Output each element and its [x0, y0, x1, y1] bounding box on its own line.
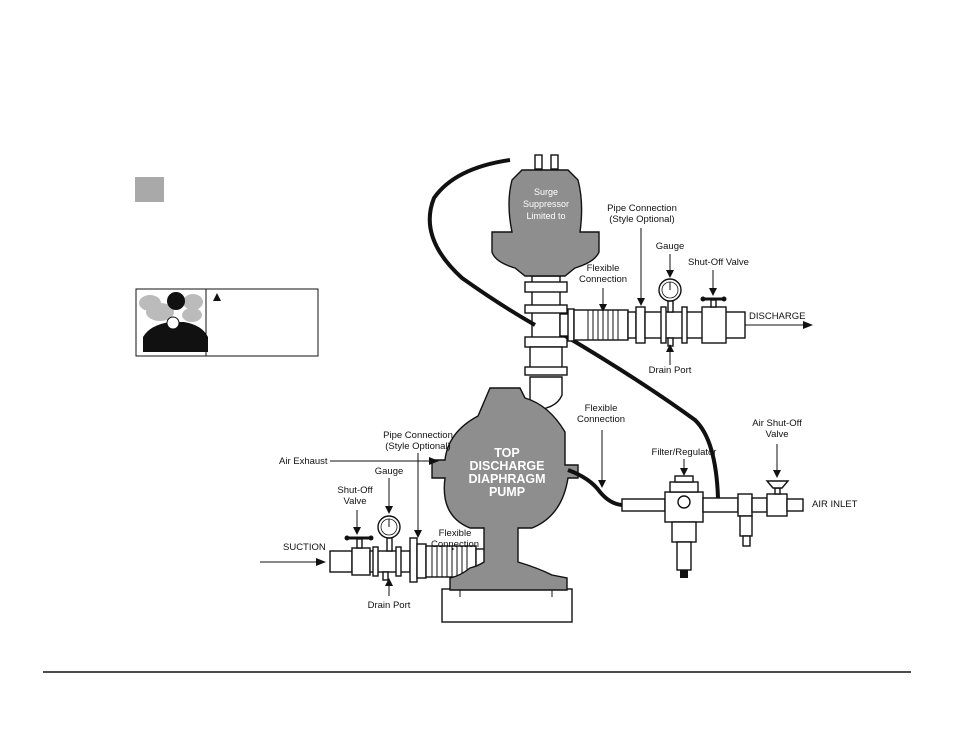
warning-triangle-icon: [213, 293, 221, 301]
shutoff-bottom-line2: Valve: [343, 496, 366, 507]
shutoff-top-label: Shut-Off Valve: [688, 257, 749, 268]
leader-lines: [260, 228, 813, 596]
lubricator: [739, 515, 753, 547]
pipe-connection-top-line1: Pipe Connection: [607, 203, 677, 214]
filter-regulator: [669, 475, 699, 578]
pipe-connection-bottom-line2: (Style Optional): [385, 441, 450, 452]
shutoff-bottom-line1: Shut-Off: [337, 485, 373, 496]
pipe-connection-top-line2: (Style Optional): [609, 214, 674, 225]
flex-top-line2: Connection: [579, 274, 627, 285]
gauge-bottom: [377, 515, 401, 552]
flex-bellows-top: [587, 310, 619, 340]
filter-regulator-label: Filter/Regulator: [652, 447, 717, 458]
air-hose-tee: [560, 332, 720, 499]
gauge-top-label: Gauge: [656, 241, 685, 252]
pump-base: [441, 588, 573, 623]
air-shutoff-line1: Air Shut-Off: [752, 418, 802, 429]
gauge-bottom-label: Gauge: [375, 466, 404, 477]
pump-label-line3: DIAPHRAGM: [468, 472, 545, 486]
gauge-top: [658, 278, 682, 313]
pump-label-line4: PUMP: [489, 485, 525, 499]
air-shutoff-valve: [765, 480, 790, 495]
air-hose-pump: [567, 468, 623, 507]
air-exhaust-label: Air Exhaust: [279, 456, 328, 467]
surge-label-line2: Suppressor: [523, 199, 569, 209]
air-hose-surge: [427, 158, 536, 327]
flex-right-line1: Flexible: [585, 403, 618, 414]
pump-label-line1: TOP: [494, 446, 519, 460]
surge-label-line3: Limited to: [526, 211, 565, 221]
surge-suppressor: Surge Suppressor Limited to: [491, 154, 600, 277]
air-inlet-label: AIR INLET: [812, 499, 858, 510]
shutoff-valve-bottom: [344, 535, 374, 549]
drain-bottom-label: Drain Port: [368, 600, 411, 611]
drain-top-label: Drain Port: [649, 365, 692, 376]
pipe-connection-bottom-line1: Pipe Connection: [383, 430, 453, 441]
suction-label: SUCTION: [283, 542, 326, 553]
flex-bellows-bottom: [431, 546, 468, 577]
air-shutoff-line2: Valve: [765, 429, 788, 440]
discharge-riser: [524, 275, 568, 411]
air-inlet-line: [621, 475, 804, 578]
surge-label-line1: Surge: [534, 187, 558, 197]
inhalation-hazard-icon: [139, 292, 208, 352]
flex-bottom-line1: Flexible: [439, 528, 472, 539]
flex-right-line2: Connection: [577, 414, 625, 425]
pump-body: [431, 387, 579, 591]
discharge-line: [559, 278, 746, 347]
section-marker: [135, 177, 164, 202]
warning-box: [135, 288, 319, 357]
pump-label-line2: DISCHARGE: [469, 459, 544, 473]
discharge-label: DISCHARGE: [749, 311, 805, 322]
flex-bottom-line2: Connection: [431, 539, 479, 550]
flex-top-line1: Flexible: [587, 263, 620, 274]
shutoff-valve-top: [700, 296, 727, 308]
